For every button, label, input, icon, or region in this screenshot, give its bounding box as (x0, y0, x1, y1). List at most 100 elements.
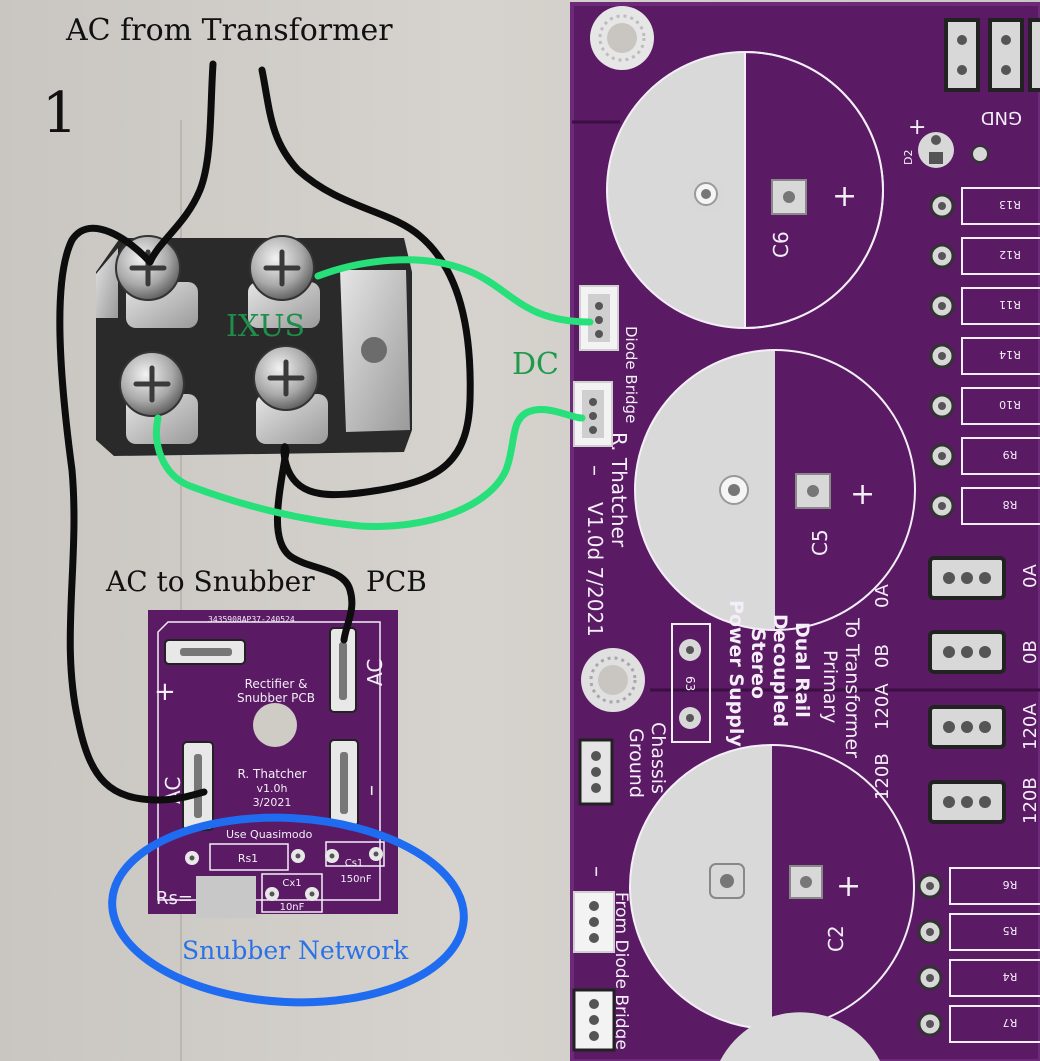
transformer-label-line2: Primary (819, 650, 841, 723)
snubber-pcb (148, 610, 398, 918)
d2-plus-sign: + (908, 115, 926, 140)
snubber-cx1-value: 10nF (280, 902, 305, 913)
chassis-label-line2: Ground (625, 728, 647, 798)
resistor-pad-hole (926, 882, 934, 890)
c6-label: C6 (769, 231, 793, 258)
ac-from-transformer-label: AC from Transformer (66, 13, 393, 48)
snubber-serial: 3435908AP37-240524 (208, 615, 295, 624)
board-title-line2: Decoupled (769, 614, 791, 727)
board-title-line4: Power Supply (725, 600, 747, 747)
diode-bridge-label: Diode Bridge (622, 326, 640, 423)
resistor-pad-hole (938, 402, 946, 410)
fuse-footprint (671, 623, 711, 743)
tap-0b-left: 0B (872, 644, 893, 668)
pad-small (971, 145, 989, 163)
tap-120b-left: 120B (872, 753, 893, 800)
resistor-outline (961, 237, 1040, 275)
resistor-outline (961, 187, 1040, 225)
transformer-label-line1: To Transformer (841, 617, 863, 758)
snubber-cs1-value: 150nF (340, 874, 371, 885)
board-title-line3: Stereo (747, 628, 769, 699)
resistor-outline (949, 867, 1040, 905)
tap-0a-left: 0A (872, 584, 893, 608)
resistor-label: R4 (1003, 970, 1018, 983)
capacitor-c5-footprint (634, 349, 916, 631)
mounting-hole-chassis (581, 648, 645, 712)
from-diode-bridge-label: From Diode Bridge (611, 892, 631, 1050)
resistor-pad-hole (926, 974, 934, 982)
header-connectors-top (944, 18, 1040, 92)
resistor-label: R7 (1003, 1016, 1018, 1029)
tap-120b-right: 120B (1020, 777, 1040, 824)
snubber-title-line1: Rectifier & (245, 677, 308, 691)
chassis-label-line1: Chassis (647, 722, 669, 794)
resistor-label: R9 (1003, 448, 1018, 461)
tap-120a-left: 120A (872, 683, 893, 730)
snubber-network-label: Snubber Network (182, 936, 409, 965)
snubber-version: v1.0h (257, 782, 288, 795)
resistor-label: R10 (999, 398, 1021, 411)
capacitor-c2-footprint (629, 744, 915, 1030)
snubber-note: Use Quasimodo (226, 828, 313, 841)
resistor-outline (961, 437, 1040, 475)
c5-plus-sign: + (850, 477, 875, 512)
resistor-label: R12 (999, 248, 1021, 261)
pcb-label: PCB (366, 565, 427, 598)
wall-seam (180, 120, 182, 1061)
resistor-pad-hole (938, 502, 946, 510)
capacitor-partial-footprint (720, 1012, 880, 1061)
snubber-date: 3/2021 (253, 796, 292, 809)
resistor-pad-hole (938, 302, 946, 310)
snubber-plus-label: + (154, 677, 176, 707)
snubber-network-circle (108, 813, 468, 1007)
resistor-label: R6 (1003, 878, 1018, 891)
main-pcb: + C6 + C5 (570, 2, 1040, 1061)
resistor-label: R5 (1003, 924, 1018, 937)
resistor-pad-hole (938, 252, 946, 260)
board-version-date: V1.0d 7/2021 (583, 502, 607, 637)
snubber-rs-slot (196, 876, 256, 918)
board-author: R. Thatcher (607, 432, 631, 548)
snubber-author: R. Thatcher (237, 767, 306, 781)
d2-label: D2 (902, 150, 915, 165)
ixus-label: IXUS (226, 309, 306, 344)
resistor-pad-hole (926, 928, 934, 936)
snubber-cs1-label: Cs1 (345, 858, 364, 869)
snubber-rs-label: Rs= (156, 888, 193, 909)
resistor-outline (961, 387, 1040, 425)
resistor-outline (961, 337, 1040, 375)
ixus-rectifier-module (96, 235, 412, 456)
c2-plus-sign: + (836, 869, 861, 904)
resistor-label: R14 (999, 348, 1021, 361)
snubber-ac-top-label: AC (363, 659, 387, 686)
minus-sign-bridge: – (582, 465, 607, 476)
c6-plus-sign: + (832, 179, 857, 214)
resistor-pad-hole (938, 202, 946, 210)
c5-label: C5 (808, 529, 832, 556)
resistor-pad-hole (926, 1020, 934, 1028)
diode-d2-footprint (918, 132, 954, 168)
capacitor-c6-footprint (606, 50, 884, 330)
green-wire-annotations (153, 256, 594, 530)
c2-label: C2 (824, 925, 848, 952)
resistor-outline (961, 487, 1040, 525)
chassis-ground-connector (578, 738, 614, 806)
tap-0b-right: 0B (1020, 640, 1040, 664)
resistor-pad-hole (938, 452, 946, 460)
resistor-pad-hole (938, 352, 946, 360)
dc-input-connectors (573, 285, 619, 447)
resistor-outline (949, 959, 1040, 997)
resistor-label: R11 (999, 298, 1021, 311)
gnd-label: GND (981, 107, 1022, 128)
mounting-hole-top (590, 6, 654, 70)
resistor-label: R8 (1003, 498, 1018, 511)
step-number-label: 1 (42, 81, 78, 146)
snubber-cx1-label: Cx1 (282, 878, 301, 889)
snubber-minus-label: – (359, 785, 384, 796)
resistor-label: R13 (999, 198, 1021, 211)
resistor-outline (961, 287, 1040, 325)
resistor-outline (949, 1005, 1040, 1043)
tap-0a-right: 0A (1020, 564, 1040, 588)
